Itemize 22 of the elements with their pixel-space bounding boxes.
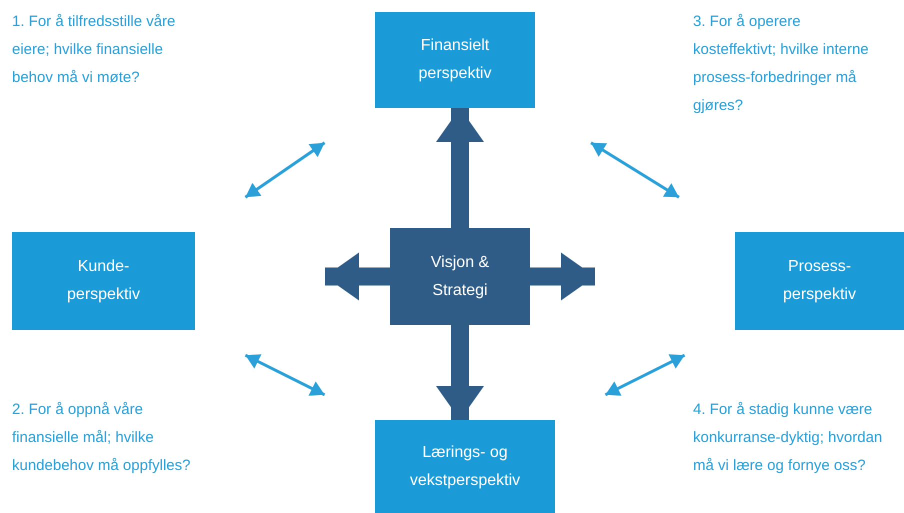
block-arrow (436, 325, 484, 420)
block-arrow (436, 108, 484, 228)
double-arrow (244, 354, 326, 396)
double-arrow (590, 141, 680, 199)
double-arrow (244, 141, 326, 199)
perspective-box (735, 232, 904, 330)
perspective-box (375, 12, 535, 108)
question-text: 2. For å oppnå våre finansielle mål; hvilke kundebehov må oppfylles? (12, 400, 192, 476)
question-text: 4. For å stadig kunne være konkurranse-dyktig; hvordan må vi lære og fornye oss? (693, 400, 883, 476)
box-label: Visjon & Strategi (430, 252, 490, 300)
block-arrow (530, 252, 595, 300)
perspective-box (375, 420, 555, 513)
question-text: 1. For å tilfredsstille våre eiere; hvilke finansielle behov må vi møte? (12, 12, 176, 88)
center-box (390, 228, 530, 325)
box-label: Finansielt perspektiv (418, 36, 492, 84)
box-label: Lærings- og vekstperspektiv (408, 442, 522, 490)
perspective-box (12, 232, 195, 330)
question-text: 3. For å operere kosteffektivt; hvilke interne prosess-forbedringer må gjøres? (693, 12, 870, 116)
box-label: Kunde-perspektiv (66, 257, 141, 305)
double-arrow (604, 354, 686, 396)
box-label: Prosess-perspektiv (782, 257, 857, 305)
block-arrow (325, 252, 390, 300)
